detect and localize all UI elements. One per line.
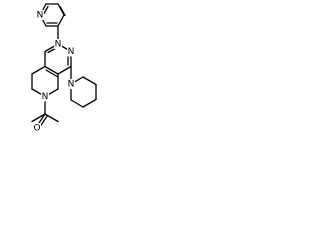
- pyrimidine-n3-label: N: [68, 47, 75, 57]
- chemical-structure-diagram: N N N N N O: [0, 0, 112, 165]
- molecule-drawing: N N N N N O: [31, 3, 97, 134]
- piperidine-ring: [70, 76, 97, 108]
- pyridine-ring: [39, 3, 66, 27]
- pyridine-n-label: N: [37, 11, 44, 21]
- ring-n6-label: N: [42, 92, 49, 102]
- piperidine-n-label: N: [68, 80, 75, 90]
- carbonyl-o-label: O: [33, 124, 40, 134]
- pyrimidine-n1-label: N: [55, 40, 62, 50]
